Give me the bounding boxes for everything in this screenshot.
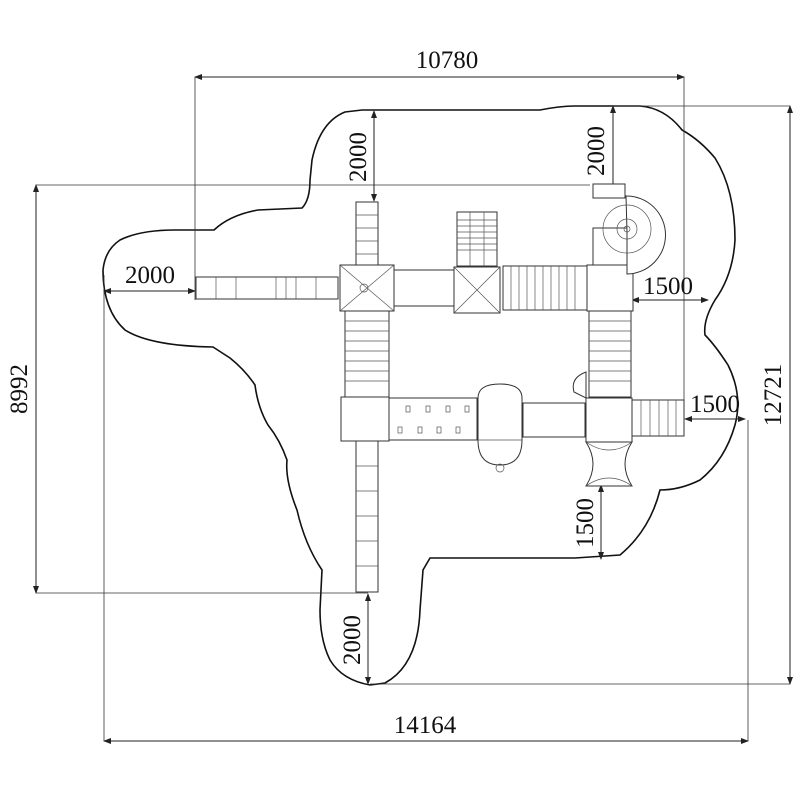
dim-label-lower-right-clearance: 1500: [572, 498, 599, 548]
dim-label-equipment-depth: 8992: [6, 364, 33, 414]
tower-bottom-right: [585, 397, 633, 443]
curved-roof-module: [585, 441, 633, 487]
dim-label-equipment-width: 10780: [416, 47, 479, 74]
bottom-ramp: [355, 440, 379, 593]
top-ladder: [355, 201, 379, 266]
dim-label-right-lower-clearance: 1500: [690, 391, 740, 418]
right-steps: [631, 399, 685, 437]
dim-label-overall-depth: 12721: [760, 364, 787, 427]
dim-label-top-right-clearance: 2000: [583, 126, 610, 176]
connector-bridge: [393, 269, 455, 307]
top-slat-bridge: [502, 265, 588, 311]
dim-label-bottom-clearance: 2000: [339, 615, 366, 665]
right-slat-bridge: [572, 310, 632, 399]
tower-top-left: [339, 264, 395, 312]
left-slat-bridge: [344, 310, 390, 398]
safety-zone-outline: [102, 105, 739, 686]
dim-label-right-upper-clearance: 1500: [643, 273, 693, 300]
panel-bridge: [388, 397, 478, 441]
equipment: [195, 183, 685, 593]
dim-label-overall-width: 14164: [394, 712, 457, 739]
tower-top-middle: [453, 211, 501, 314]
left-bridge: [195, 276, 339, 300]
oval-tower: [477, 383, 523, 473]
tower-bottom-left: [340, 396, 390, 442]
dim-label-top-left-clearance: 2000: [345, 132, 372, 182]
tower-top-right: [586, 183, 666, 312]
dim-label-left-clearance: 2000: [125, 262, 175, 289]
lower-connector: [522, 402, 586, 438]
